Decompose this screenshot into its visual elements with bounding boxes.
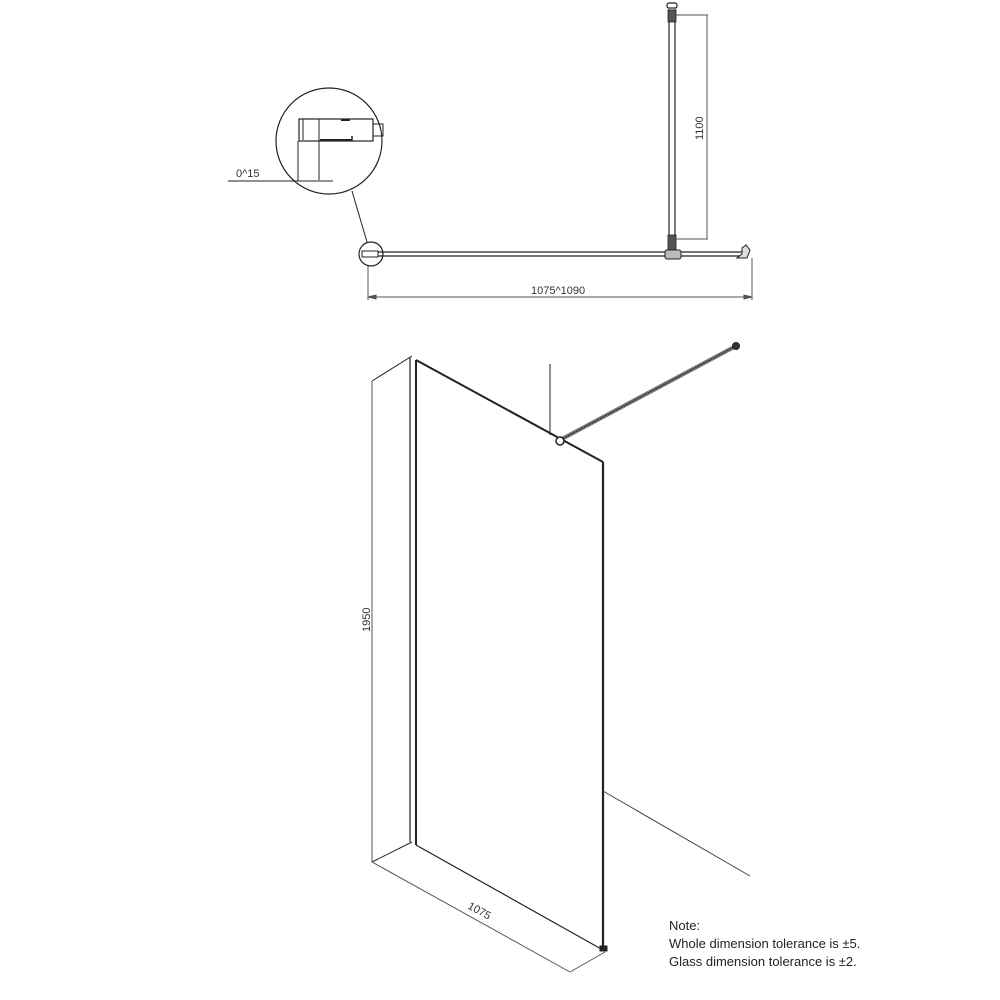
bar-clamp <box>664 249 682 260</box>
note-title: Note: <box>669 918 701 933</box>
tolerance-note: Note: Whole dimension tolerance is ±5. G… <box>669 917 860 971</box>
wall-mount <box>666 2 678 9</box>
end-bracket <box>735 244 751 259</box>
width-dimension-plan-label: 1075^1090 <box>531 285 585 297</box>
detail-callout-circle <box>358 241 384 267</box>
note-line-glass: Glass dimension tolerance is ±2. <box>669 954 857 969</box>
glass-panel-top-edge <box>415 359 604 463</box>
width-dimension-iso-label: 1075 <box>466 900 493 922</box>
width-dimension-iso <box>371 861 571 973</box>
detail-profile <box>298 118 374 142</box>
glass-panel-bottom-edge <box>415 844 604 951</box>
height-dimension-plan <box>676 14 708 240</box>
bar-clamp-iso <box>555 436 565 446</box>
floor-line <box>602 790 751 877</box>
note-line-whole: Whole dimension tolerance is ±5. <box>669 936 861 951</box>
width-dimension-plan <box>367 258 753 300</box>
height-dimension-iso-label: 1950 <box>361 608 373 632</box>
isometric-view <box>371 342 751 973</box>
detail-circle <box>275 87 383 195</box>
height-dimension-plan-label: 1100 <box>694 116 706 140</box>
plan-view <box>228 2 753 300</box>
wall-mount-iso <box>732 342 740 350</box>
detail-dimension-label: 0^15 <box>236 168 260 180</box>
